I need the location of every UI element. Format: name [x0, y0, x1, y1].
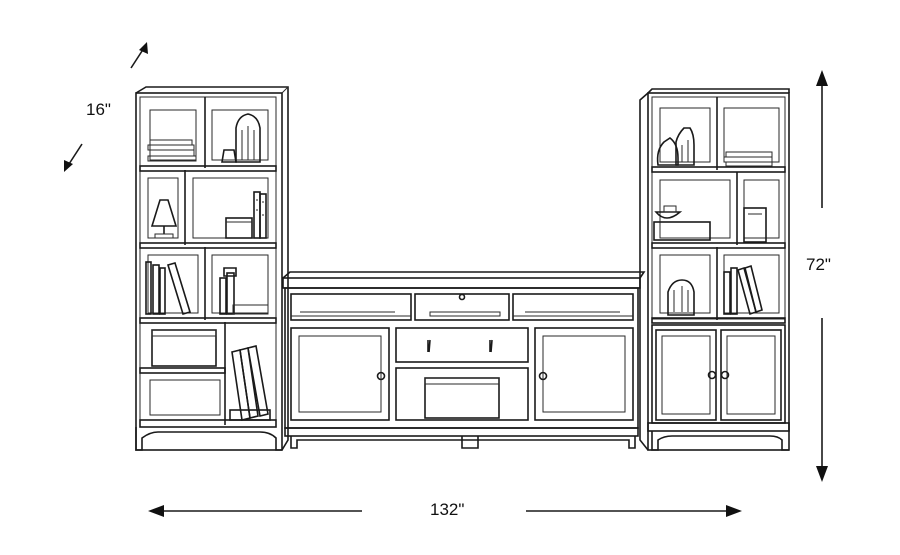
left-bookcase	[135, 86, 289, 451]
depth-label: 16"	[86, 100, 111, 119]
right-bookcase	[639, 88, 790, 451]
tv-console	[282, 271, 646, 449]
depth-dimension	[64, 42, 148, 172]
height-label: 72"	[806, 255, 831, 274]
width-label: 132"	[430, 500, 465, 519]
width-dimension	[148, 505, 742, 517]
height-dimension	[816, 70, 828, 482]
